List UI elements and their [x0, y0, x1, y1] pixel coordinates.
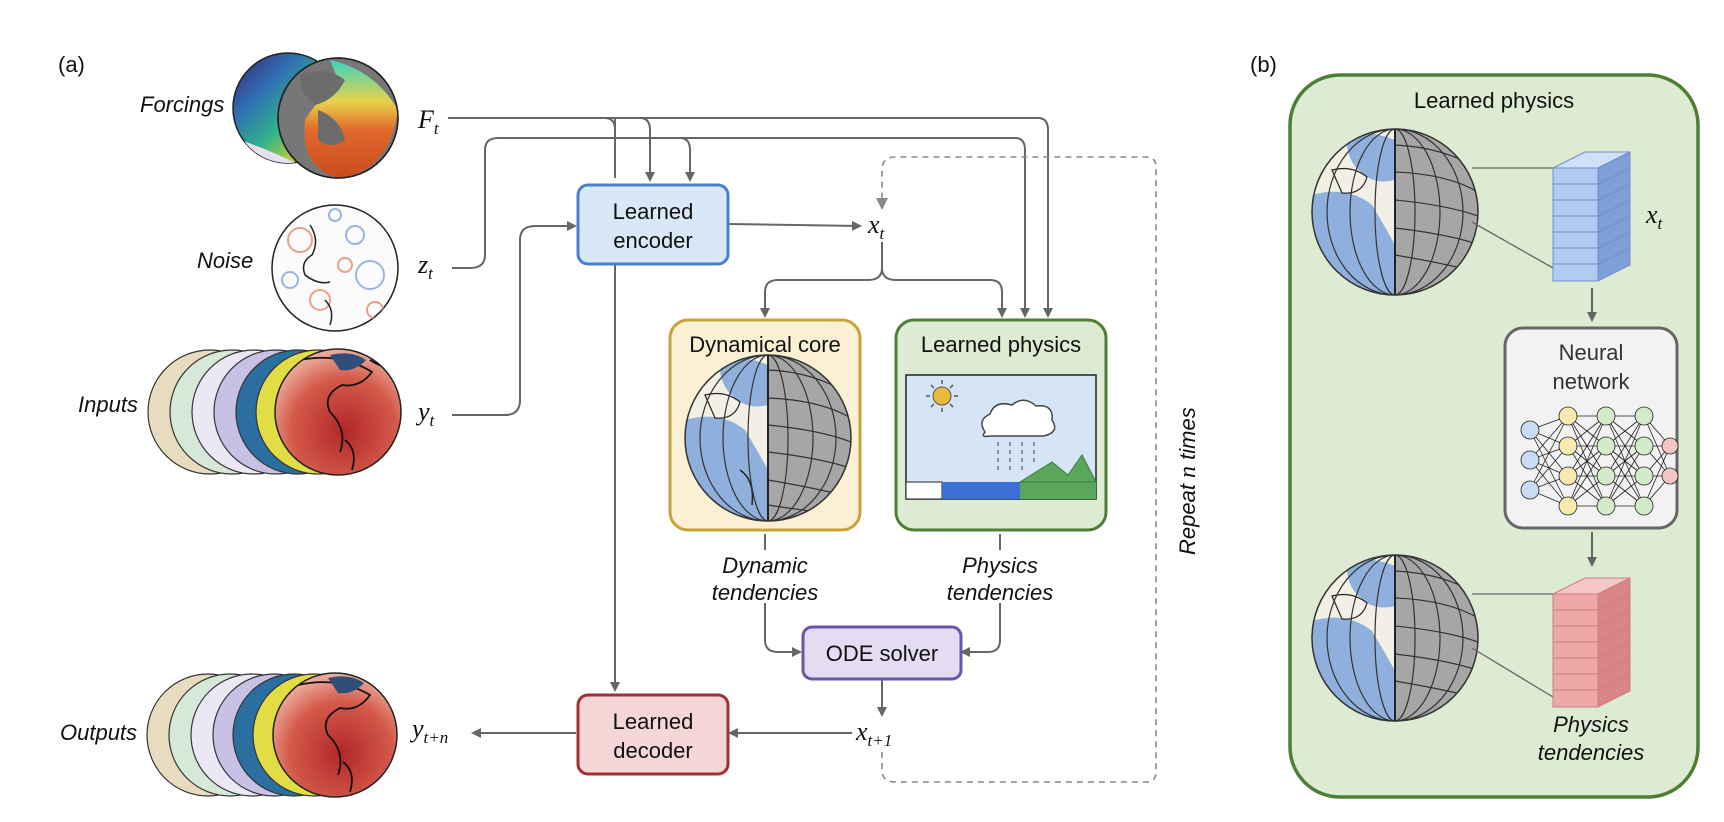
dyncore-globe-icon	[684, 354, 852, 522]
connector-lines	[448, 117, 1157, 783]
panel-b-out-line2: tendencies	[1538, 740, 1644, 765]
learned-encoder-box: Learned encoder	[576, 183, 730, 266]
nn-label-line2: network	[1552, 369, 1630, 394]
encoder-label-line1: Learned	[613, 199, 694, 224]
panel-b-title: Learned physics	[1414, 88, 1574, 113]
var-y-t-plus-n: yt+n	[409, 714, 448, 747]
outputs-label: Outputs	[60, 720, 137, 745]
noise-label: Noise	[197, 248, 253, 273]
dynamical-core-box: Dynamical core	[668, 318, 862, 532]
inputs-label: Inputs	[78, 392, 138, 417]
physics-tendencies-line1: Physics	[962, 553, 1038, 578]
noise-globe-image	[271, 204, 399, 332]
nn-graph-icon	[1520, 406, 1679, 516]
var-y-t: yt	[415, 397, 436, 430]
forcings-label: Forcings	[140, 92, 224, 117]
dynamic-tendencies-line1: Dynamic	[722, 553, 808, 578]
panel-a-label: (a)	[58, 52, 85, 77]
decoder-label-line1: Learned	[613, 709, 694, 734]
inputs-globe-stack-image	[147, 348, 402, 476]
ode-solver-box: ODE solver	[801, 625, 963, 681]
repeat-n-times-label: Repeat n times	[1175, 407, 1201, 555]
var-x-t-plus-1: xt+1	[855, 717, 892, 750]
dyncore-label: Dynamical core	[689, 332, 841, 357]
panel-b-learned-physics: Learned physics	[1288, 73, 1700, 799]
ode-label: ODE solver	[826, 641, 938, 666]
panel-b-var-x-t: xt	[1645, 200, 1664, 233]
learned-physics-box: Learned physics	[894, 318, 1108, 532]
physics-label: Learned physics	[921, 332, 1081, 357]
physics-scene-icon	[905, 374, 1097, 500]
var-z-t: zt	[417, 250, 434, 283]
forcings-globe-image	[232, 52, 399, 179]
panel-b-label: (b)	[1250, 52, 1277, 77]
panel-b-output-column-icon	[1471, 577, 1631, 708]
learned-decoder-box: Learned decoder	[576, 693, 730, 776]
var-x-t: xt	[867, 210, 886, 243]
decoder-label-line2: decoder	[613, 738, 693, 763]
panel-b-out-line1: Physics	[1553, 712, 1629, 737]
var-F-t: Ft	[417, 105, 440, 138]
nn-label-line1: Neural	[1559, 340, 1624, 365]
physics-tendencies-line2: tendencies	[947, 580, 1053, 605]
neural-network-box: Neural network	[1503, 326, 1679, 530]
dynamic-tendencies-line2: tendencies	[712, 580, 818, 605]
encoder-label-line2: encoder	[613, 228, 693, 253]
panel-b-input-column-icon	[1471, 151, 1631, 282]
outputs-globe-stack-image	[146, 672, 398, 798]
